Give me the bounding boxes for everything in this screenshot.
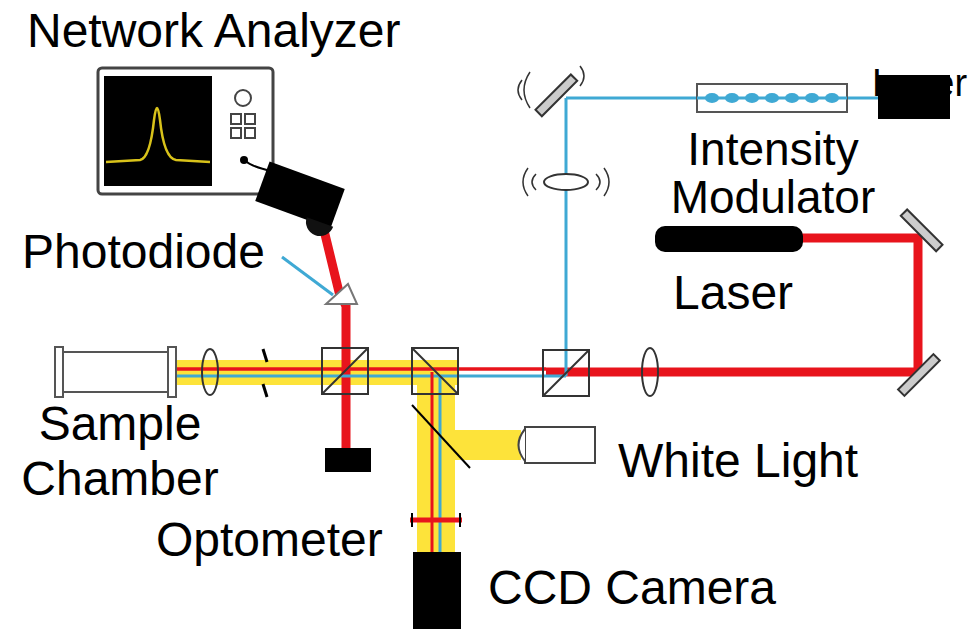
aperture <box>263 384 267 397</box>
beam-splitter <box>412 348 458 394</box>
modulated-pulse <box>745 93 759 103</box>
beam-splitter <box>322 348 368 394</box>
detector-label: Photodiode <box>22 224 265 279</box>
detector-label: Optometer <box>156 512 383 567</box>
blue-beam <box>565 98 568 376</box>
lens <box>642 348 658 396</box>
vibration-mark <box>518 80 522 100</box>
photodiode-symbol <box>255 162 345 229</box>
resonance-peak <box>106 108 210 162</box>
red-beam <box>800 238 918 372</box>
analyzer-button <box>231 114 241 124</box>
source-label: Laser <box>872 62 967 106</box>
analyzer-knob <box>235 90 251 106</box>
filter <box>459 513 461 527</box>
analyzer-body <box>98 68 273 194</box>
scanning-mirror <box>535 74 577 116</box>
modulated-pulse <box>825 93 839 103</box>
beam-splitter <box>543 350 589 396</box>
analyzer-button <box>245 128 255 138</box>
analyzer-button <box>245 114 255 124</box>
ccd-camera-symbol <box>413 552 461 629</box>
filter <box>411 513 413 527</box>
sample-chamber-tube <box>60 352 172 392</box>
red-beam <box>546 368 918 377</box>
modulated-pulse <box>765 93 779 103</box>
red-beam <box>431 372 434 552</box>
source-label: Laser <box>673 265 793 320</box>
vibration-mark <box>596 174 600 190</box>
mirror <box>898 354 940 396</box>
chamber-cap <box>55 347 63 397</box>
blue-beam <box>439 376 442 552</box>
aperture <box>263 349 267 362</box>
beam-splitter <box>543 350 589 396</box>
modulated-pulse <box>785 93 799 103</box>
laser-symbol <box>655 226 803 252</box>
beam-splitter <box>322 348 368 394</box>
white-light-lens <box>519 429 526 461</box>
white-light-source <box>525 427 595 463</box>
vibration-mark <box>604 168 609 196</box>
prism <box>326 284 357 304</box>
red-beam <box>322 222 346 452</box>
modulated-pulse <box>725 93 739 103</box>
filter <box>410 518 462 523</box>
mirror <box>901 209 943 251</box>
vibration-mark <box>532 174 536 190</box>
source-label: White Light <box>618 433 858 488</box>
vibration-mark <box>524 72 530 108</box>
modulated-pulse <box>705 93 719 103</box>
optometer-pickoff <box>412 405 470 468</box>
blue-beam <box>282 257 333 295</box>
blue-beam <box>175 375 566 378</box>
beam-dump <box>325 448 371 472</box>
detector-label: CCD Camera <box>488 560 776 615</box>
lens <box>202 349 218 395</box>
vibration-mark <box>523 168 528 196</box>
white-light-beam <box>417 385 455 555</box>
component-label: Intensity Modulator <box>653 125 893 222</box>
lens <box>544 174 588 190</box>
intensity-modulator-symbol <box>697 84 847 112</box>
component-label: Sample Chamber <box>0 396 240 506</box>
modulated-pulse <box>805 93 819 103</box>
red-beam <box>175 367 546 371</box>
analyzer-screen <box>104 76 212 186</box>
analyzer-button <box>231 128 241 138</box>
chamber-cap <box>168 347 176 397</box>
white-light-beam <box>455 430 521 460</box>
photodiode-window <box>302 217 333 240</box>
instrument-label: Network Analyzer <box>27 3 400 58</box>
beam-splitter <box>412 348 458 394</box>
vibration-mark <box>580 66 584 86</box>
